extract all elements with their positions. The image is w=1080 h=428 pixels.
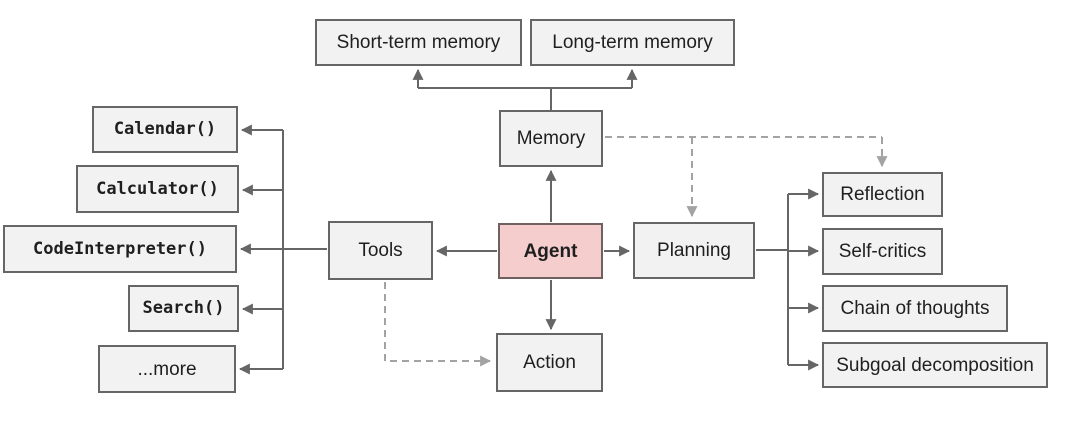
edge-tools-action-dashed [384,282,492,367]
node-calendar: Calendar() [92,106,238,153]
node-calculator: Calculator() [76,165,239,213]
node-reflection: Reflection [822,172,943,217]
node-more: ...more [98,345,236,393]
node-self-critics: Self-critics [822,228,943,275]
node-tools: Tools [328,221,433,280]
node-subgoal-decomposition: Subgoal decomposition [822,342,1048,388]
node-memory: Memory [499,110,603,167]
node-short-term-memory: Short-term memory [315,19,522,66]
node-planning: Planning [633,222,755,279]
node-agent: Agent [498,223,603,279]
node-search: Search() [128,285,239,332]
node-chain-of-thoughts: Chain of thoughts [822,285,1008,332]
node-action: Action [496,333,603,392]
node-code-interpreter: CodeInterpreter() [3,225,237,273]
node-long-term-memory: Long-term memory [530,19,735,66]
